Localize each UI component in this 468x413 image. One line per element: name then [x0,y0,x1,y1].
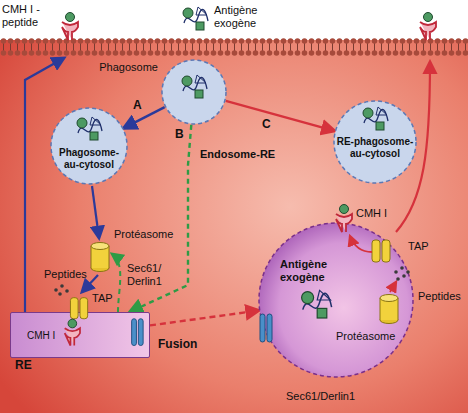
ag-symbol [302,290,332,318]
re-box: CMH IRE [10,312,150,358]
node-label: RE-phagosome-au-cytosol [333,136,417,159]
peptide-dot [406,270,410,274]
retro-arrow [112,254,120,312]
mhc-symbol [65,319,80,345]
sec-symbol [260,314,272,342]
part-label: Endosome-RE [200,148,275,161]
pathway-arrow [226,101,335,131]
peptide-arrow [390,282,396,292]
proteasome-symbol [91,243,109,272]
peptide-dot [402,274,406,278]
sec-symbol [132,319,143,346]
vesicle-outline [259,223,413,377]
node-label: CMH I [27,330,55,342]
loading-arrow [350,236,372,252]
part-label: TAP [408,240,429,253]
node-heading: Phagosome [99,61,158,74]
part-label: Peptides [44,268,87,281]
part-label: Sec61/ Derlin1 [127,262,173,287]
ag-symbol [363,107,388,130]
node-heading: RE [15,359,32,373]
pathway-arrow [150,311,259,326]
phagosome-au-cytosol-circle: Phagosome-au-cytosol [50,107,128,185]
vesicle-outline [51,108,127,184]
edge-label: A [133,99,142,113]
edge-label: B [175,128,184,142]
edge-label: C [262,118,271,132]
ag-symbol [77,117,102,140]
node-illustration [161,59,227,125]
antigen-symbol [183,7,208,30]
node-label: Phagosome-au-cytosol [50,147,128,170]
part-label: CMH I - peptide [2,3,54,28]
part-label: Protéasome [114,228,173,241]
peptide-dot [394,270,398,274]
transfer-arrow [92,186,99,238]
extracellular-space [0,0,468,40]
ag-symbol [182,75,207,98]
tap-symbol [70,298,87,319]
plasma-membrane [0,38,468,56]
edge-label: Fusion [158,338,197,352]
part-label: Sec61/Derlin1 [286,390,355,403]
peptide-dot [400,266,404,270]
re-phagosome-au-cytosol-circle: RE-phagosome-au-cytosol [333,100,417,184]
mhc-symbol [336,205,352,233]
part-label: Peptides [418,290,461,303]
mhc-peptide-symbol [420,13,436,41]
vesicle-outline [162,60,226,124]
node-illustration [258,222,414,378]
part-label: Antigène exogène [214,4,284,29]
node-illustration [50,107,128,185]
part-label: Protéasome [336,330,395,343]
fused-phagosome-circle: Antigène exogène [258,222,414,378]
phagosome-circle: Phagosome [161,59,227,125]
tap-symbol [372,240,390,262]
part-label: CMH I [356,207,387,220]
peptide-dot [396,277,400,281]
part-label: TAP [92,292,113,305]
vesicle-outline [334,101,416,183]
pathway-arrow [124,107,165,128]
mhc-peptide-symbol [62,13,78,41]
peptide-dots [54,284,69,296]
node-label: Antigène exogène [280,258,346,283]
prot-symbol [380,295,398,324]
